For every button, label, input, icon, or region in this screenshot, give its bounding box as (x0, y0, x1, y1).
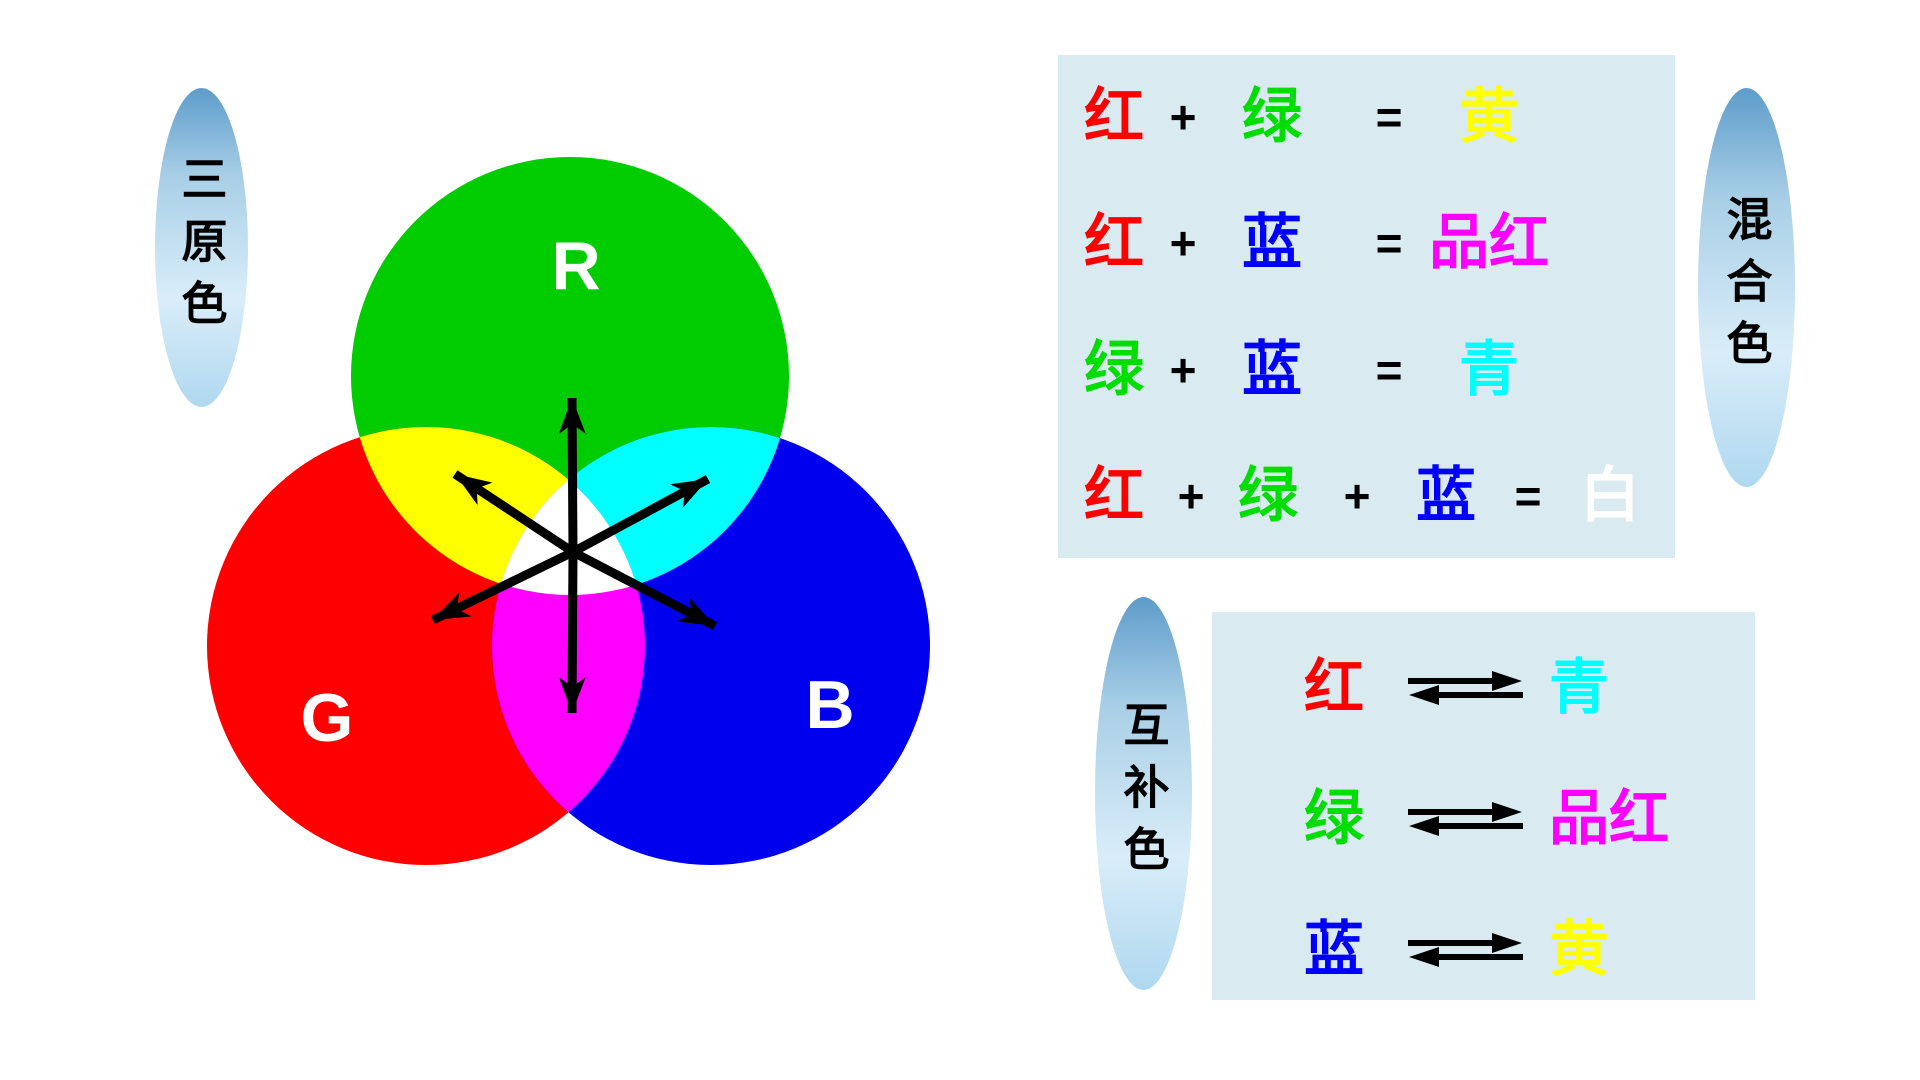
primary-colors-label: 三原色 (174, 154, 229, 341)
color-term: 红 (1084, 83, 1144, 150)
complement-color-term: 品红 (1549, 785, 1669, 852)
plus-operator: + (1169, 217, 1197, 270)
equals-operator: = (1514, 469, 1542, 522)
equilibrium-arrows-icon (1408, 802, 1523, 836)
equals-operator: = (1375, 91, 1403, 143)
complement-pair-row: 绿 品红 (1304, 783, 1755, 855)
color-term: 红 (1304, 654, 1364, 721)
mixed-colors-panel: 红 + 绿 = 黄 红 + 蓝 = 品红 绿 + 蓝 = 青 红 + 绿 + 蓝… (1058, 55, 1675, 558)
equals-operator: = (1375, 343, 1403, 396)
mixed-colors-label: 混合色 (1719, 194, 1774, 381)
plus-operator: + (1343, 469, 1371, 522)
plus-operator: + (1169, 91, 1197, 143)
color-term: 蓝 (1304, 916, 1364, 983)
result-color-term: 黄 (1459, 83, 1519, 150)
color-term: 绿 (1238, 461, 1298, 529)
complement-pair-row: 蓝 黄 (1304, 914, 1755, 986)
complement-pair-row: 红 青 (1304, 652, 1755, 724)
color-term: 蓝 (1242, 209, 1302, 277)
equilibrium-arrows-icon (1408, 671, 1523, 705)
color-term: 红 (1084, 209, 1144, 277)
complementary-colors-label: 互补色 (1116, 700, 1171, 887)
mix-equation-row: 绿 + 蓝 = 青 (1084, 338, 1675, 402)
mixed-colors-label-ellipse: 混合色 (1698, 88, 1795, 487)
complementary-arrows-icon (431, 397, 718, 714)
color-term: 绿 (1242, 83, 1302, 150)
color-term: 蓝 (1416, 461, 1476, 529)
result-color-term: 青 (1459, 335, 1519, 403)
mix-equation-row: 红 + 绿 + 蓝 = 白 (1084, 464, 1675, 528)
mix-equation-row: 红 + 绿 = 黄 (1084, 85, 1675, 149)
equals-operator: = (1375, 217, 1403, 270)
complementary-colors-label-ellipse: 互补色 (1095, 597, 1192, 990)
color-term: 蓝 (1242, 335, 1302, 403)
result-color-term: 白 (1580, 461, 1640, 529)
color-term: 绿 (1304, 785, 1364, 852)
equilibrium-arrows-icon (1408, 933, 1523, 967)
circle-letter-top: R (551, 228, 600, 304)
plus-operator: + (1169, 343, 1197, 396)
circle-letter-bottom-right: B (805, 667, 854, 743)
complement-color-term: 黄 (1549, 916, 1609, 983)
result-color-term: 品红 (1429, 209, 1549, 277)
primary-colors-label-ellipse: 三原色 (155, 88, 248, 407)
plus-operator: + (1177, 469, 1205, 522)
complement-color-term: 青 (1549, 654, 1609, 721)
color-term: 红 (1084, 461, 1144, 529)
color-term: 绿 (1084, 335, 1144, 403)
mix-equation-row: 红 + 蓝 = 品红 (1084, 211, 1675, 275)
circle-letter-bottom-left: G (301, 680, 354, 756)
complementary-colors-panel: 红 青 绿 品红 蓝 黄 (1212, 612, 1755, 1000)
